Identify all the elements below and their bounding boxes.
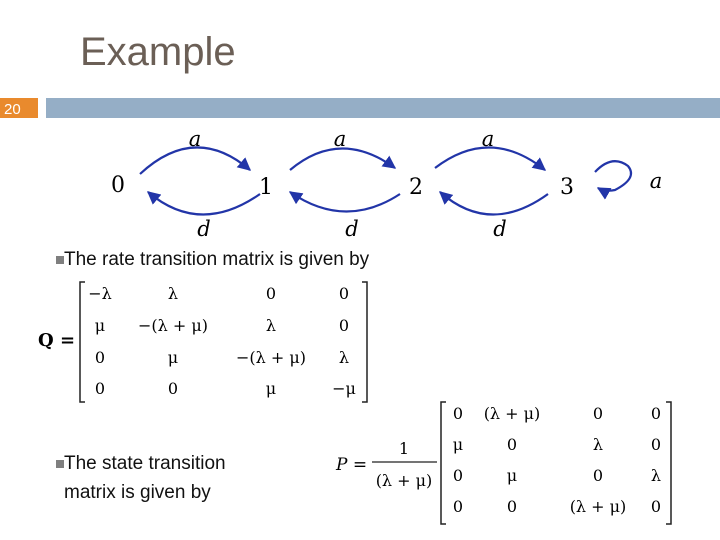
node-0: 0 <box>111 173 125 198</box>
matrix-q-cell-r3-c2: μ <box>266 379 276 398</box>
matrix-q-cell-r1-c1: −(λ + μ) <box>138 316 208 335</box>
matrix-q-name: Q = <box>38 330 75 351</box>
matrix-p-cell-r2-c3: λ <box>651 466 661 485</box>
matrix-p: P = 1 (λ + μ) 0 (λ + μ) 0 0 μ 0 λ 0 0 μ 0 λ 0 0 (λ + μ… <box>335 401 672 525</box>
matrix-q-cell-r3-c0: 0 <box>95 379 105 398</box>
state-transition-diagram: 0 1 2 3 a a a a d d d <box>111 127 663 241</box>
matrix-p-cell-r0-c0: 0 <box>453 404 463 423</box>
matrix-p-cell-r3-c2: (λ + μ) <box>570 497 627 516</box>
matrix-p-cell-r3-c3: 0 <box>651 497 661 516</box>
slide-title: Example <box>80 30 236 74</box>
matrix-q-right-bracket <box>362 281 368 403</box>
matrix-p-cell-r2-c2: 0 <box>593 466 603 485</box>
matrix-p-cell-r0-c3: 0 <box>651 404 661 423</box>
arrival-label: a <box>482 127 495 151</box>
matrix-q-cell-r0-c0: −λ <box>88 284 112 303</box>
matrix-p-cell-r1-c1: 0 <box>507 435 517 454</box>
matrix-q-cell-r3-c1: 0 <box>168 379 178 398</box>
node-3: 3 <box>560 175 574 200</box>
arrival-label: a <box>334 127 347 151</box>
matrix-q-cell-r2-c2: −(λ + μ) <box>236 348 306 367</box>
node-1: 1 <box>259 175 273 200</box>
node-2: 2 <box>409 175 423 200</box>
matrix-p-cell-r2-c1: μ <box>507 466 517 485</box>
self-loop-3 <box>594 160 633 200</box>
matrix-p-cell-r3-c0: 0 <box>453 497 463 516</box>
slide-number-box <box>0 98 38 118</box>
bullet-text: The rate transition matrix is given by <box>64 249 370 270</box>
header-bar <box>46 98 720 118</box>
matrix-p-cell-r0-c1: (λ + μ) <box>484 404 541 423</box>
slide-number: 20 <box>4 101 21 118</box>
matrix-p-cell-r1-c3: 0 <box>651 435 661 454</box>
matrix-q-cell-r2-c1: μ <box>168 348 178 367</box>
matrix-p-cell-r0-c2: 0 <box>593 404 603 423</box>
matrix-p-frac-num: 1 <box>399 439 409 458</box>
matrix-p-cell-r2-c0: 0 <box>453 466 463 485</box>
departure-arc-2-1 <box>288 191 401 213</box>
arrival-label: a <box>650 169 663 193</box>
matrix-q-cell-r1-c0: μ <box>95 316 105 335</box>
arrival-arc-0-1 <box>139 146 252 175</box>
matrix-p-left-bracket <box>440 401 446 525</box>
departure-label: d <box>493 217 506 241</box>
matrix-p-right-bracket <box>666 401 672 525</box>
matrix-q-left-bracket <box>79 281 85 403</box>
matrix-q-cell-r1-c2: λ <box>266 316 276 335</box>
matrix-q-cell-r3-c3: −μ <box>332 379 356 398</box>
matrix-q: Q = −λ λ 0 0 μ −(λ + μ) λ 0 0 μ −(λ + μ) λ 0 0 μ −μ <box>38 281 368 403</box>
matrix-q-cell-r0-c2: 0 <box>266 284 276 303</box>
arrival-arc-1-2 <box>289 147 397 171</box>
matrix-p-cell-r3-c1: 0 <box>507 497 517 516</box>
arrival-label: a <box>189 127 202 151</box>
departure-label: d <box>345 217 358 241</box>
bullet-marker <box>56 256 64 264</box>
matrix-q-cell-r0-c1: λ <box>168 284 178 303</box>
matrix-q-cell-r2-c3: λ <box>339 348 349 367</box>
matrix-p-name: P = <box>335 455 367 475</box>
departure-arc-1-0 <box>146 191 261 216</box>
bullet-marker <box>56 460 64 468</box>
matrix-q-cell-r1-c3: 0 <box>339 316 349 335</box>
matrix-q-cell-r2-c0: 0 <box>95 348 105 367</box>
bullet-text-line2: matrix is given by <box>64 482 211 503</box>
arrival-arc-2-3 <box>434 146 547 171</box>
matrix-p-cell-r1-c0: μ <box>453 435 463 454</box>
matrix-p-frac-den: (λ + μ) <box>376 471 433 490</box>
departure-arc-3-2 <box>439 191 549 216</box>
bullet-text-line1: The state transition <box>64 453 226 474</box>
departure-label: d <box>197 217 210 241</box>
matrix-p-cell-r1-c2: λ <box>593 435 603 454</box>
matrix-q-cell-r0-c3: 0 <box>339 284 349 303</box>
